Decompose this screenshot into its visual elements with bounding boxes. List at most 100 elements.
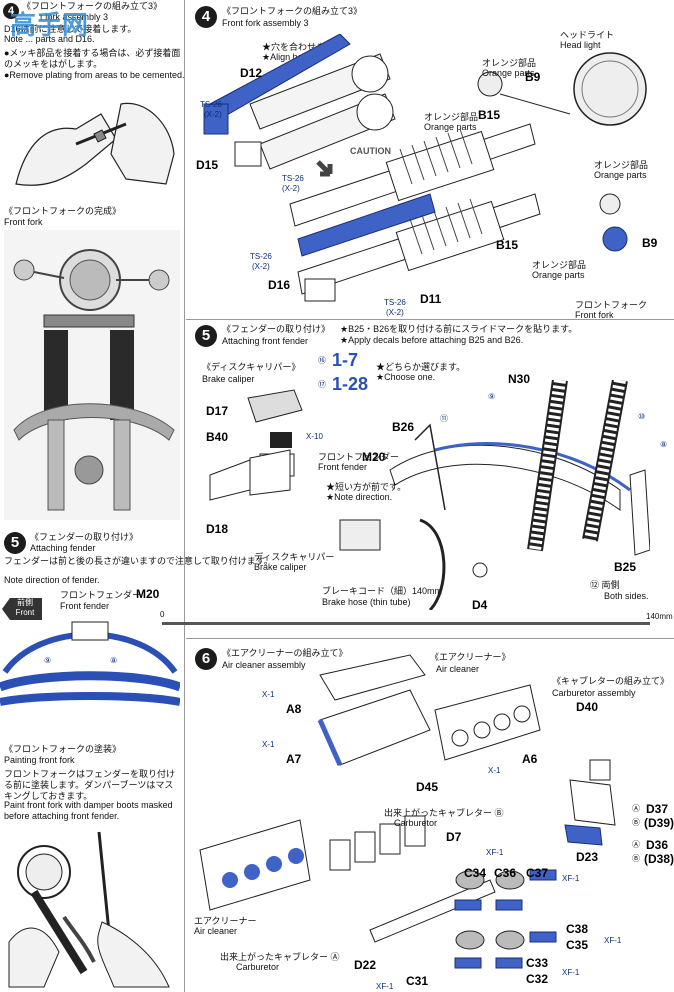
choose-one-en: ★Choose one. [376,372,436,382]
screw-ts26-2: TS-26 [282,174,304,183]
watermark: 高手网 [10,10,89,40]
step4-number: 4 [195,6,217,28]
part-B40: B40 [206,430,229,444]
part-B9-lower: B9 [642,236,658,250]
fender-diagram [0,621,180,706]
x10-paint: X-10 [306,432,323,441]
part-D40: D40 [576,700,599,714]
orange-parts-en-1: Orange parts [482,68,535,78]
orange-parts-jp-2: オレンジ部品 [424,112,479,122]
step6-number: 6 [195,648,217,670]
screw-ts26-4: TS-26 [384,298,406,307]
part-D11: D11 [420,292,442,306]
headlight-jp: ヘッドライト [560,30,615,40]
front-direction-badge: 前側 Front [2,598,42,620]
screw-ts26-2-qty: (X-2) [282,184,300,193]
step4-title-jp: 《フロントフォークの組み立て3》 [222,6,363,16]
decal-note-en: ★Apply decals before attaching B25 and B… [340,335,524,345]
part-A8: A8 [286,702,302,716]
front-direction-jp: 前側 [17,598,33,607]
painting-hands-illustration [8,831,170,988]
part-B25: B25 [614,560,637,574]
option-16-value: 1-7 [332,350,359,370]
screw-ts26-1-qty: (X-2) [204,110,222,119]
decal-10: ⑩ [638,412,646,421]
orange-parts-jp-4: オレンジ部品 [532,260,587,270]
carb-a-marker-1: Ⓐ [632,804,640,813]
part-D39: (D39) [644,816,674,830]
decal-note-jp: ★B25・B26を取り付ける前にスライドマークを貼ります。 [340,324,578,334]
fender-m20-en: Front fender [60,601,110,611]
front-fender-label-jp: フロントフェンダー [318,452,400,462]
part-D36: D36 [646,838,669,852]
fender-decal-8: ⑧ [110,656,118,665]
screw-ts26-3: TS-26 [250,252,272,261]
option-16-marker: ⑯ [318,356,326,365]
xf1-paint-4: XF-1 [562,968,580,977]
part-D4: D4 [472,598,488,612]
step6-title-en: Air cleaner assembly [222,660,306,670]
option-17-value: 1-28 [332,374,369,394]
part-A7: A7 [286,752,302,766]
step4-left-line2: Note ... parts and D16. [4,34,95,44]
carb-assembly-title-jp: 《キャブレターの組み立て》 [552,676,670,686]
headlight-en: Head light [560,40,601,50]
decal-8: ⑧ [660,440,668,449]
decal-9: ⑨ [488,392,496,401]
x1-paint-a8: X-1 [262,690,275,699]
both-sides-jp: ⑫ 両側 [590,580,620,590]
fender-m20-jp: フロントフェンダー [60,590,142,600]
orange-parts-en-2: Orange parts [424,122,477,132]
caliper2-jp: ディスクキャリパー [254,552,335,562]
air-cleaner2-jp: エアクリーナー [194,916,257,926]
part-C38: C38 [566,922,589,936]
part-N30: N30 [508,372,531,386]
xf1-paint-1: XF-1 [486,848,504,857]
carb-a-marker-2: Ⓐ [632,840,640,849]
part-D23: D23 [576,850,599,864]
screw-ts26-4-qty: (X-2) [386,308,404,317]
step4-left-title-jp: 《フロントフォークの組み立て3》 [22,1,163,11]
brake-hose-en: Brake hose (thin tube) [322,597,411,607]
part-C35: C35 [566,938,589,952]
orange-parts-jp-1: オレンジ部品 [482,58,537,68]
step4-title-en: Front fork assembly 3 [222,18,309,28]
part-M20: M20 [362,450,386,464]
carb-b-marker-1: Ⓑ [632,818,640,827]
short-side-en: ★Note direction. [326,492,393,502]
xf1-paint-5: XF-1 [376,982,394,991]
step4-left-title-en: t fork assembly 3 [40,12,109,22]
part-C33: C33 [526,956,549,970]
part-B15-lower: B15 [496,238,519,252]
part-C31: C31 [406,974,429,988]
short-side-jp: ★短い方が前です。 [326,482,407,492]
step5-title-en: Attaching front fender [222,336,309,346]
paint-note-jp: フロントフォークはフェンダーを取り付ける前に塗装します。ダンパーブーツはマスキン… [4,769,176,801]
part-D16: D16 [268,278,291,292]
part-C34: C34 [464,866,487,880]
step6-title-jp: 《エアクリーナーの組み立て》 [222,648,348,658]
fork-done-title-en: Front fork [4,217,43,227]
front-fender-label-en: Front fender [318,462,368,472]
part-D12: D12 [240,66,263,80]
part-C37: C37 [526,866,549,880]
part-C36: C36 [494,866,517,880]
part-D45: D45 [416,780,439,794]
fork-done-title-jp: 《フロントフォークの完成》 [4,206,122,216]
align-hole-jp: ★穴を合わせます。 [262,42,343,52]
done-carb-b-jp: 出来上がったキャブレター Ⓑ [384,808,504,818]
paint-note-en: Paint front fork with damper boots maske… [4,800,173,821]
step5-left-note-en: Note direction of fender. [4,575,100,585]
part-D7: D7 [446,830,462,844]
step5-fender-diagram [209,380,650,610]
step4-step5-divider [186,319,674,320]
part-D22: D22 [354,958,377,972]
ruler-end: 140mm [646,612,673,621]
part-D37: D37 [646,802,669,816]
fork-photo [4,230,180,520]
part-D18: D18 [206,522,229,536]
decal-11: ⑪ [440,414,448,423]
x1-paint-a7: X-1 [262,740,275,749]
front-fork-label-jp: フロントフォーク [575,300,648,310]
fender-decal-9: ⑨ [44,656,52,665]
